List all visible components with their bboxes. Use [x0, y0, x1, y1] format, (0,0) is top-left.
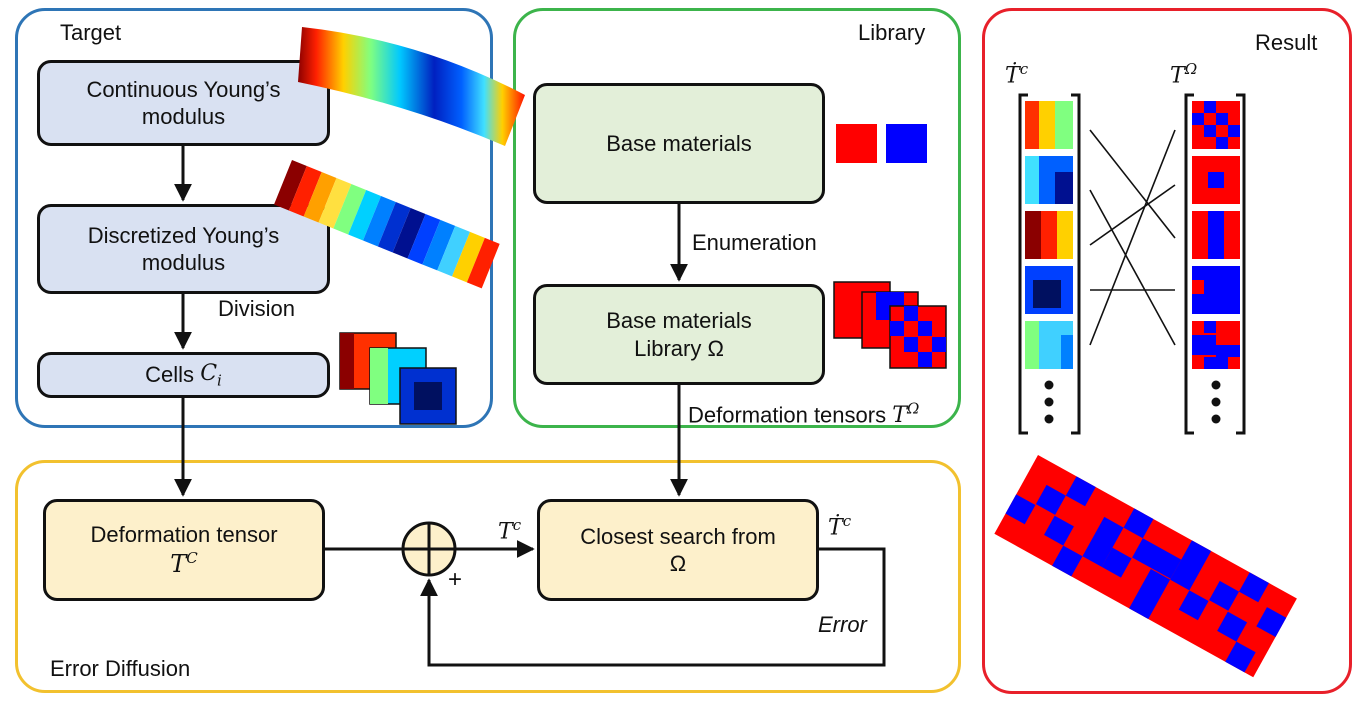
continuous-modulus-box: Continuous Young’s modulus — [37, 60, 330, 146]
enumeration-label: Enumeration — [692, 230, 817, 255]
sum-node — [401, 521, 457, 577]
library-line2: Library Ω — [634, 335, 724, 361]
closest-label: Closest search from — [580, 523, 776, 549]
t-c-label: Tc — [498, 516, 521, 544]
cells-sym: C — [200, 360, 218, 386]
result-left-header-sym: Ṫ — [1005, 63, 1020, 89]
result-right-bracket — [1184, 93, 1246, 435]
continuous-beam-image — [298, 27, 525, 146]
result-panel-label: Result — [1255, 30, 1318, 55]
result-beam-image — [994, 455, 1297, 678]
discretized-line2: modulus — [141, 250, 226, 275]
t-c-sym: T — [498, 519, 513, 545]
discretized-beam-image — [274, 160, 500, 289]
t-c-hat-label: Ṫc — [828, 512, 851, 540]
deformation-sym: T — [170, 549, 187, 578]
result-left-bracket — [1018, 93, 1081, 435]
deformation-tensors-label: Deformation tensors TΩ — [688, 400, 919, 428]
result-left-header-sup: c — [1019, 60, 1029, 78]
library-line1: Base materials — [606, 308, 752, 333]
deformation-symbol: TC — [170, 549, 198, 579]
cell-stack-image — [339, 332, 457, 425]
base-materials-box: Base materials — [533, 83, 825, 204]
discretized-line1: Discretized Young’s — [87, 222, 280, 248]
continuous-line1: Continuous Young’s — [86, 76, 281, 102]
deformation-sup: C — [186, 548, 198, 567]
result-right-header-sup: Ω — [1184, 60, 1198, 78]
result-panel — [982, 8, 1352, 694]
library-panel — [513, 8, 961, 428]
t-c-hat-sym: Ṫ — [828, 515, 843, 541]
deformation-tensor-box: Deformation tensor TC — [43, 499, 325, 601]
error-label: Error — [818, 612, 867, 637]
result-right-cells — [1192, 101, 1240, 369]
deformation-tensors-text: Deformation tensors — [688, 402, 887, 428]
result-right-header-sym: T — [1170, 63, 1185, 89]
cells-symbol: Ci — [200, 360, 222, 390]
cells-sub: i — [217, 371, 222, 390]
result-left-cells — [1025, 101, 1073, 369]
division-label: Division — [218, 296, 296, 321]
base-materials-label: Base materials — [606, 130, 752, 156]
deformation-label: Deformation tensor — [90, 522, 278, 548]
cells-box: Cells Ci — [37, 352, 330, 398]
continuous-line2: modulus — [141, 104, 226, 129]
plus-sign: + — [448, 566, 463, 593]
target-panel — [15, 8, 493, 428]
closest-omega: Ω — [669, 551, 687, 576]
feedback-error-loop — [420, 547, 886, 667]
discretized-modulus-box: Discretized Young’s modulus — [37, 204, 330, 294]
t-omega-symbol: TΩ — [892, 400, 920, 429]
cells-label: Cells — [145, 362, 195, 388]
red-material-swatch — [836, 124, 877, 163]
result-right-header: TΩ — [1170, 60, 1197, 88]
t-c-hat-sup: c — [842, 512, 852, 530]
closest-search-box: Closest search from Ω — [537, 499, 819, 601]
matching-lines — [1089, 129, 1176, 346]
error-diffusion-panel — [15, 460, 961, 693]
library-panel-label: Library — [858, 20, 926, 45]
library-omega-box: Base materials Library Ω — [533, 284, 825, 385]
target-panel-label: Target — [60, 20, 122, 45]
t-omega-sup: Ω — [906, 400, 920, 418]
library-stack-image — [833, 281, 947, 369]
t-omega-sym: T — [892, 403, 907, 429]
result-left-header: Ṫc — [1005, 60, 1028, 88]
blue-material-swatch — [886, 124, 927, 163]
result-left-ellipsis — [1044, 380, 1054, 424]
result-right-ellipsis — [1211, 380, 1221, 424]
t-c-sup: c — [512, 516, 522, 534]
error-diffusion-label: Error Diffusion — [50, 656, 191, 681]
